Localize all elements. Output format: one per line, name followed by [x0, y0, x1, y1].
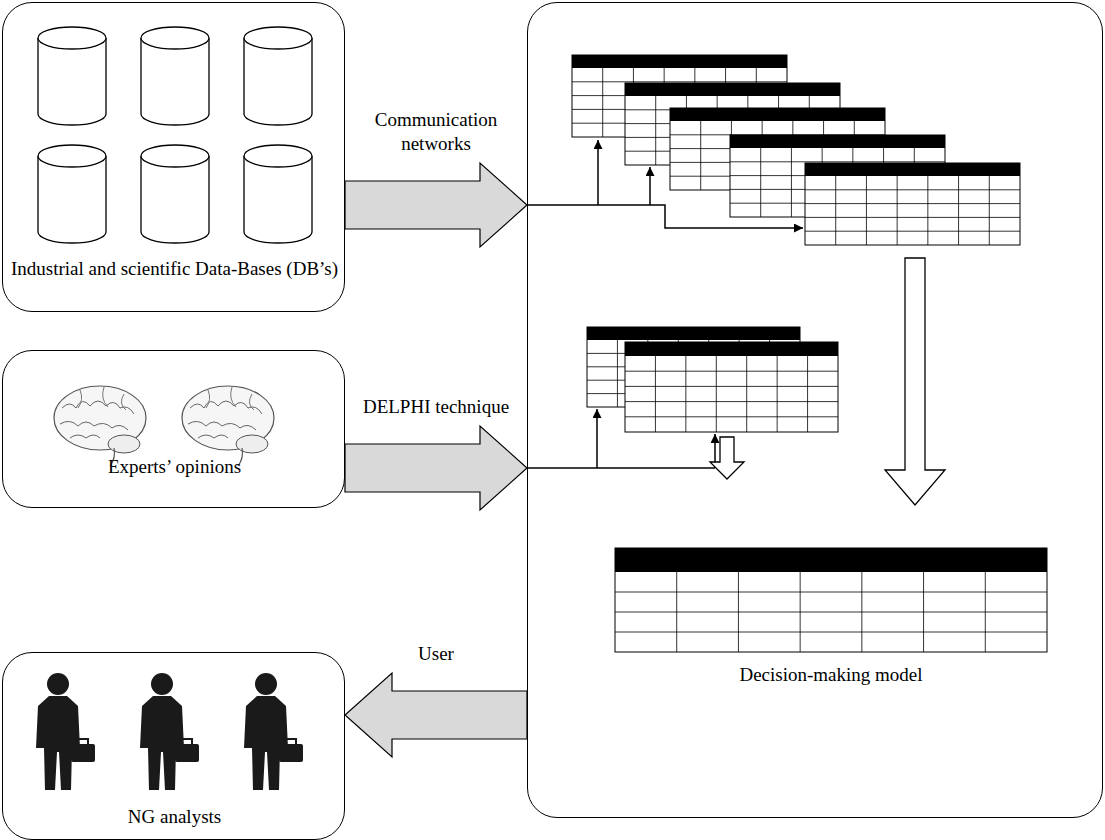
connector-label: User	[355, 642, 517, 667]
connector-label: DELPHI technique	[355, 395, 517, 420]
connector-label: Communication networks	[355, 108, 517, 157]
block-arrow	[345, 673, 527, 757]
box-label: Experts’ opinions	[3, 455, 346, 480]
analyst-figures	[36, 673, 303, 790]
expert-brains	[54, 386, 274, 466]
data-tables	[572, 55, 1047, 652]
box-label: Decision-making model	[641, 663, 1021, 688]
box-label: NG analysts	[3, 805, 346, 830]
box-label: Industrial and scientific Data-Bases (DB…	[3, 257, 346, 282]
system-panel: Decision-making model	[527, 2, 1103, 818]
source-box: NG analysts	[2, 652, 345, 840]
database-cylinders	[38, 27, 312, 243]
hollow-arrows	[710, 258, 945, 505]
distribution-lines	[527, 140, 803, 468]
source-box: Industrial and scientific Data-Bases (DB…	[2, 2, 345, 312]
block-arrow	[345, 426, 527, 510]
block-arrow	[345, 163, 527, 247]
source-box: Experts’ opinions	[2, 350, 345, 508]
